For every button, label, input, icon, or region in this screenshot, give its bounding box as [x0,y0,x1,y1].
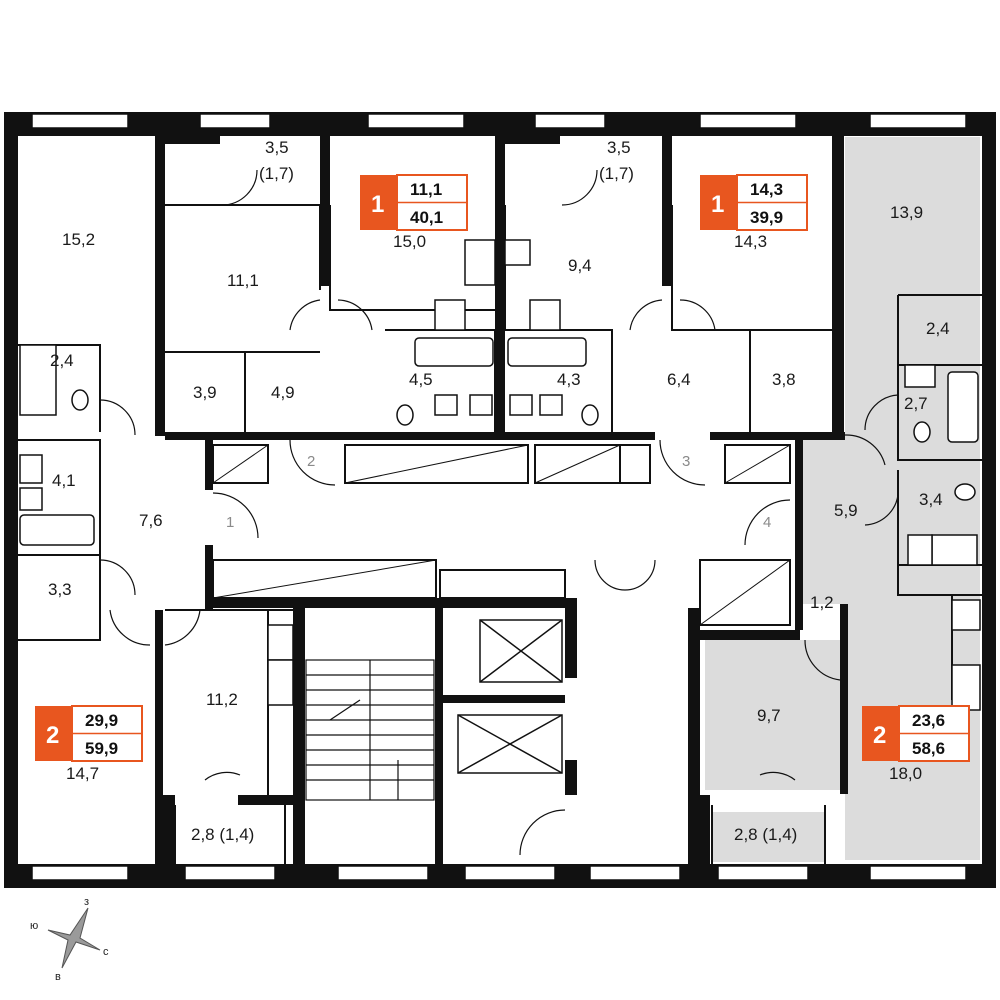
room-area-label: 11,1 [227,271,259,290]
room-area-label: 2,8 (1,4) [191,825,254,844]
highlighted-apartment-areas [705,137,980,862]
apartment-badge[interactable]: 2 29,9 59,9 [35,705,143,762]
elevator-1 [479,619,563,683]
room-area-label: 9,7 [757,706,781,725]
room-area-label: 3,5 [607,138,631,157]
compass-north: з [84,896,89,908]
badge-living-area: 11,1 [410,180,442,199]
room-area-label: 1,2 [810,593,834,612]
badge-room-count-box [700,175,737,230]
compass-south: в [55,971,61,983]
compass-east: с [103,946,109,958]
apartment-badge[interactable]: 1 14,3 39,9 [700,174,808,231]
room-area-label: 2,4 [50,351,74,370]
room-area-label: (1,7) [259,164,294,183]
badge-living-area: 23,6 [912,711,945,730]
apartment-badge[interactable]: 2 23,6 58,6 [862,705,970,762]
toilets [71,389,976,501]
entry-labels: 1 2 3 4 [226,453,771,531]
room-area-label: 3,5 [265,138,289,157]
room-area-label: 18,0 [889,764,922,783]
doors [99,169,899,856]
entry-number: 2 [307,453,315,470]
badge-room-count: 2 [873,722,886,749]
badge-room-count-box [360,175,397,230]
highlight-balcony-2-8b [712,812,824,862]
storage-units [212,444,791,626]
badge-living-area: 29,9 [85,711,118,730]
room-area-label: 15,2 [62,230,95,249]
highlight-apt-right-top [797,137,980,860]
badge-total-area: 58,6 [912,739,945,758]
room-area-label: 3,9 [193,383,217,402]
compass-icon: з ю с в [30,896,109,983]
room-area-label: 4,9 [271,383,295,402]
room-labels: 15,2 3,5 (1,7) 15,0 11,1 3,9 4,9 4,5 3,5… [48,138,950,844]
room-area-label: 9,4 [568,256,592,275]
room-area-label: 4,1 [52,471,76,490]
badge-room-count-box [862,706,899,761]
room-area-label: 4,5 [409,370,433,389]
room-area-label: 7,6 [139,511,163,530]
room-area-label: 3,3 [48,580,72,599]
fixtures [19,239,981,711]
entry-number: 3 [682,453,690,470]
room-area-label: 2,4 [926,319,950,338]
room-area-label: 3,4 [919,490,943,509]
badge-total-area: 39,9 [750,208,783,227]
room-area-label: 11,2 [206,690,238,709]
badge-living-area: 14,3 [750,180,783,199]
room-area-label: 13,9 [890,203,923,222]
room-area-label: 2,8 (1,4) [734,825,797,844]
badge-room-count: 1 [371,191,384,218]
room-area-label: (1,7) [599,164,634,183]
badge-room-count: 2 [46,722,59,749]
badge-room-count-box [35,706,72,761]
room-area-label: 15,0 [393,232,426,251]
apartment-badge[interactable]: 1 11,1 40,1 [360,174,468,231]
room-area-label: 14,3 [734,232,767,251]
room-area-label: 6,4 [667,370,691,389]
stairwell [305,659,435,801]
room-area-label: 14,7 [66,764,99,783]
badge-room-count: 1 [711,191,724,218]
room-area-label: 4,3 [557,370,581,389]
elevator-2 [457,714,563,774]
badge-total-area: 40,1 [410,208,443,227]
badge-total-area: 59,9 [85,739,118,758]
room-area-label: 3,8 [772,370,796,389]
compass-west: ю [30,920,38,932]
entry-number: 4 [763,514,771,531]
room-area-label: 2,7 [904,394,928,413]
entry-number: 1 [226,514,234,531]
highlight-apt-9-7 [705,640,840,790]
windows [31,113,967,881]
room-area-label: 5,9 [834,501,858,520]
